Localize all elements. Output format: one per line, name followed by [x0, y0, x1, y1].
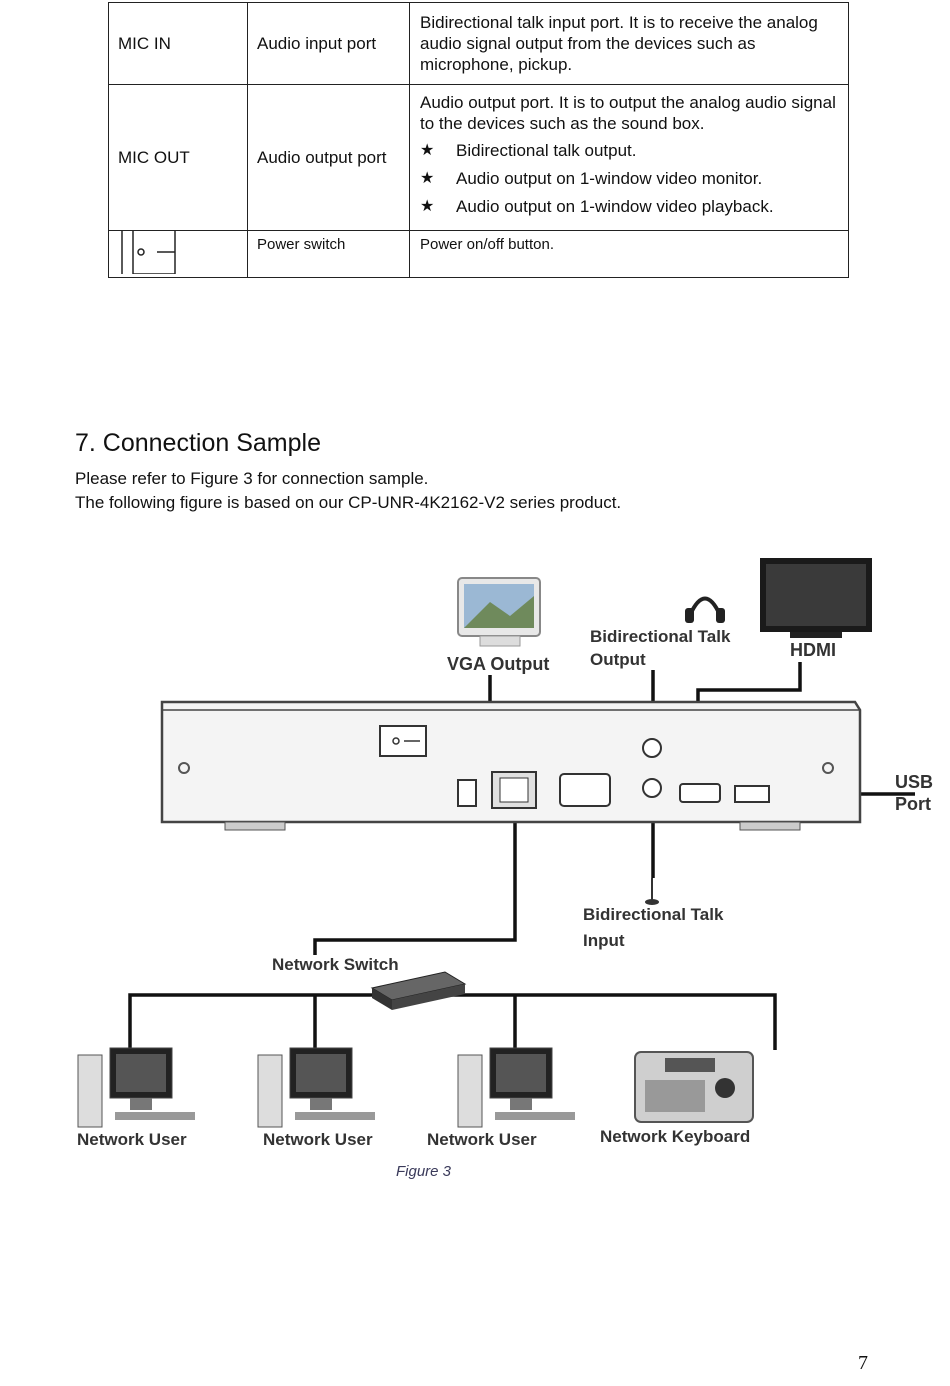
vga-monitor-icon: [457, 577, 541, 647]
paragraph: Please refer to Figure 3 for connection …: [75, 469, 429, 488]
vga-output-label: VGA Output: [447, 654, 549, 674]
description-text: Audio output port. It is to output the a…: [420, 92, 836, 133]
network-user-icon: [77, 1047, 195, 1128]
power-switch-icon: [121, 231, 176, 274]
network-user-icon: [457, 1047, 575, 1128]
bullet-list: ★ Bidirectional talk output. ★ Audio outpu…: [420, 140, 838, 217]
network-user-label: Network User: [263, 1130, 373, 1149]
table-row: MIC IN Audio input port Bidirectional ta…: [108, 2, 849, 85]
description-cell: Bidirectional talk input port. It is to …: [409, 2, 849, 85]
network-keyboard-label: Network Keyboard: [600, 1127, 750, 1146]
network-user-label: Network User: [427, 1130, 537, 1149]
port-name-cell: Audio input port: [247, 2, 410, 85]
nvr-device: [160, 700, 862, 831]
usb-port-label-line2: Port: [895, 794, 931, 814]
paragraph: The following figure is based on our CP-…: [75, 493, 622, 512]
bidirectional-talk-input-label: Bidirectional Talk: [583, 905, 724, 924]
headphones-icon: [685, 596, 725, 623]
connection-diagram: VGA Output Bidirectional Talk Output HDM…: [77, 558, 933, 1149]
list-item: ★ Bidirectional talk output.: [420, 140, 838, 161]
bullet-text: Audio output on 1-window video monitor.: [456, 168, 763, 188]
list-item: ★ Audio output on 1-window video playback…: [420, 196, 838, 217]
figure-caption: Figure 3: [396, 1163, 452, 1180]
network-keyboard-icon: [634, 1051, 754, 1123]
port-name-cell: Power switch: [247, 230, 410, 278]
network-switch-icon: [370, 971, 467, 1010]
bidirectional-talk-output-label-line2: Output: [590, 650, 646, 669]
description-cell: Power on/off button.: [409, 230, 849, 278]
microphone-icon: [645, 878, 659, 905]
network-user-label: Network User: [77, 1130, 187, 1149]
bidirectional-talk-output-label: Bidirectional Talk: [590, 627, 731, 646]
table-row: MIC OUT Audio output port Audio output p…: [108, 84, 849, 231]
star-icon: ★: [420, 141, 435, 159]
ports-table: MIC IN Audio input port Bidirectional ta…: [108, 2, 849, 278]
star-icon: ★: [420, 169, 435, 187]
section-title: 7. Connection Sample: [75, 429, 321, 457]
hdmi-label: HDMI: [790, 640, 836, 660]
network-user-icon: [257, 1047, 375, 1128]
port-cell: MIC OUT: [108, 84, 248, 231]
network-switch-label: Network Switch: [272, 955, 399, 974]
bullet-text: Audio output on 1-window video playback.: [456, 196, 774, 216]
list-item: ★ Audio output on 1-window video monitor.: [420, 168, 838, 189]
star-icon: ★: [420, 197, 435, 215]
page-number: 7: [858, 1352, 868, 1374]
usb-port-label: USB: [895, 772, 933, 792]
table-row: Power switch Power on/off button.: [108, 230, 849, 278]
port-cell: MIC IN: [108, 2, 248, 85]
bidirectional-talk-input-label-line2: Input: [583, 931, 625, 950]
port-cell: [108, 230, 248, 278]
description-cell: Audio output port. It is to output the a…: [409, 84, 849, 231]
bullet-text: Bidirectional talk output.: [456, 140, 637, 160]
port-name-cell: Audio output port: [247, 84, 410, 231]
hdmi-tv-icon: [760, 558, 872, 638]
